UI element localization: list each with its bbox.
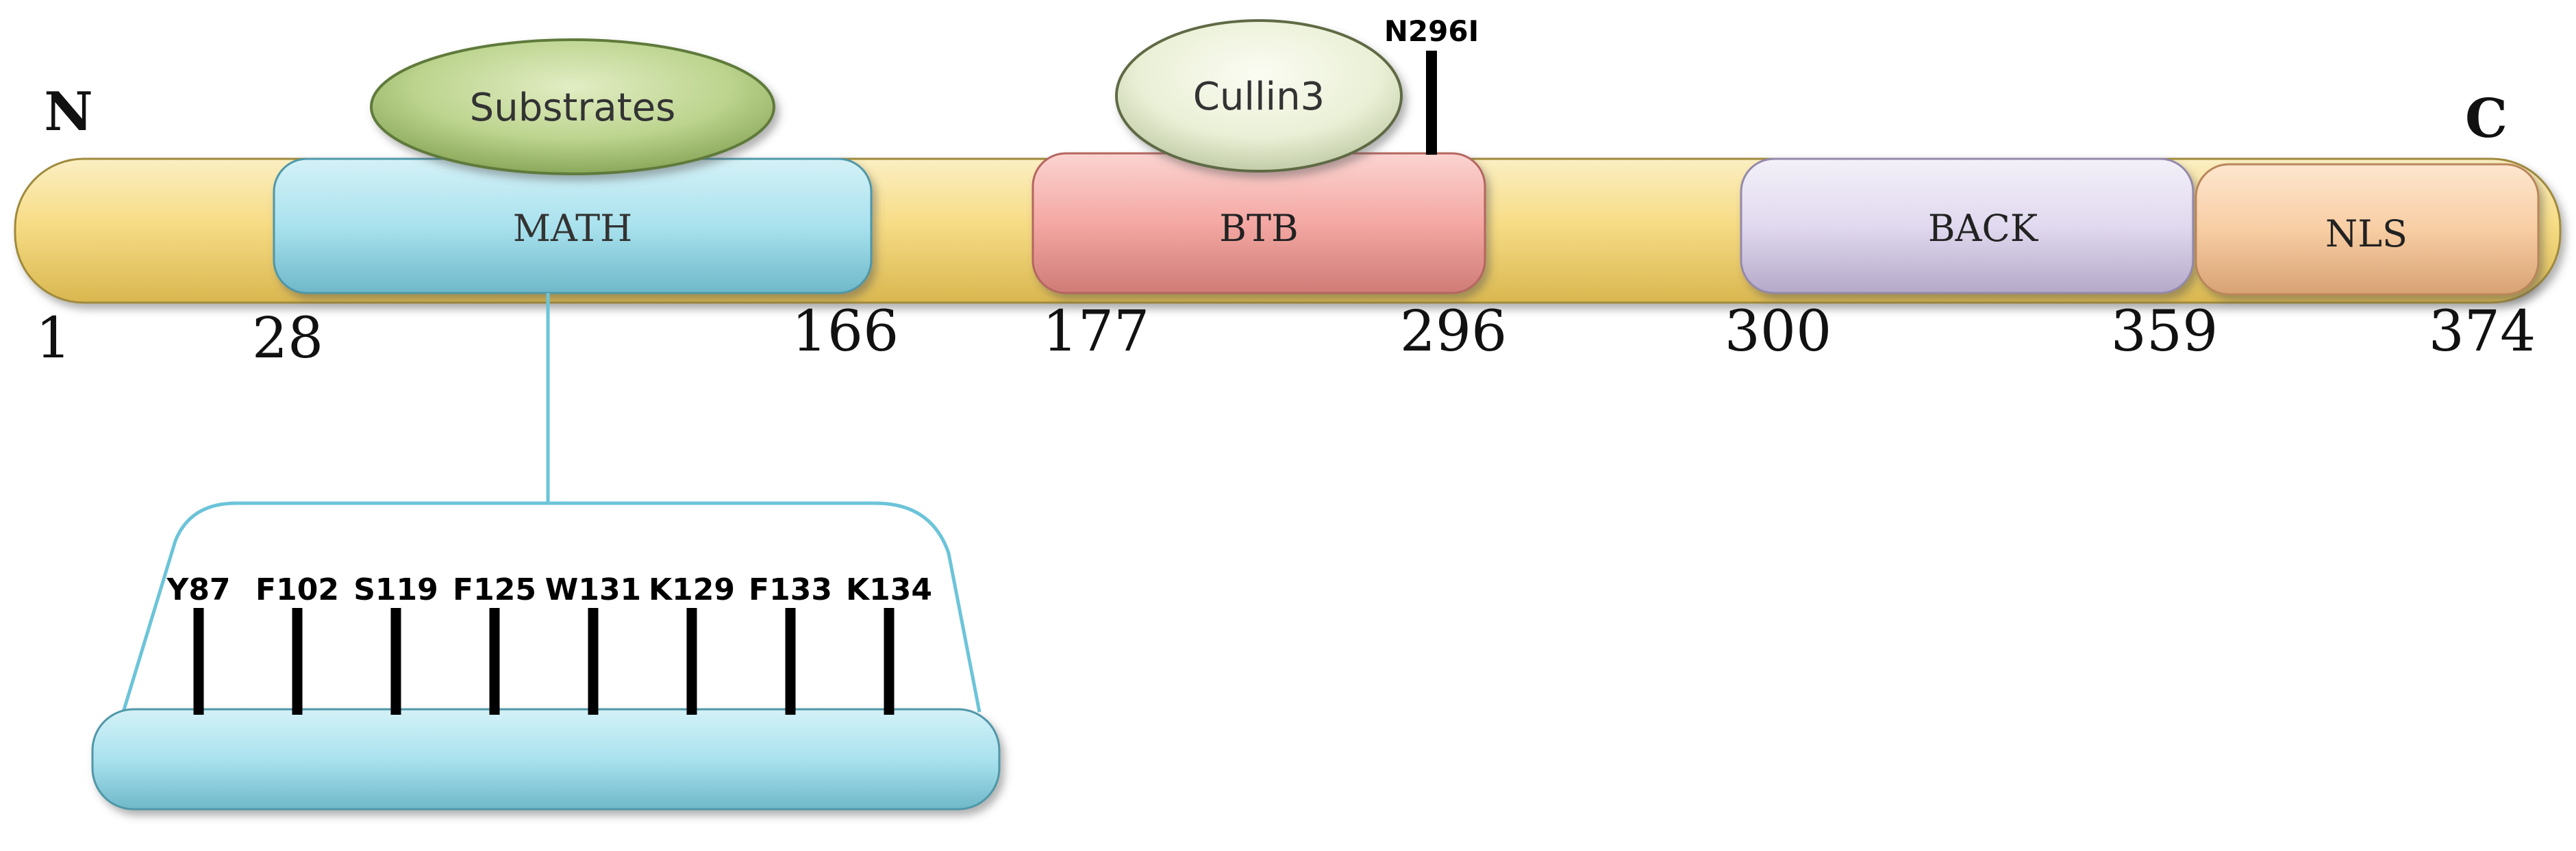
position-label-28: 28: [252, 306, 323, 371]
residue-label-s119: S119: [353, 572, 438, 607]
math-expansion-bracket: [121, 501, 981, 713]
substrates-label: Substrates: [470, 86, 676, 130]
residue-label-y87: Y87: [166, 572, 230, 607]
residue-label-w131: W131: [545, 572, 641, 607]
n-terminus-label: N: [44, 81, 92, 143]
math-domain-label: MATH: [513, 207, 632, 250]
nls-domain: [2194, 163, 2540, 296]
residue-label-k134: K134: [846, 572, 932, 607]
position-numbers: 1 28 166 177 296 300 359 374: [36, 299, 2536, 371]
substrates-ellipse: [370, 38, 775, 175]
position-label-300: 300: [1725, 299, 1832, 364]
btb-domain-label: BTB: [1219, 207, 1298, 250]
residue-label-f133: F133: [749, 572, 832, 607]
back-domain: [1740, 157, 2194, 294]
position-label-177: 177: [1042, 299, 1150, 364]
n296i-label: N296I: [1384, 14, 1479, 48]
position-label-359: 359: [2111, 299, 2218, 364]
residue-label-f125: F125: [453, 572, 536, 607]
nls-domain-label: NLS: [2325, 212, 2408, 255]
math-expanded-domain: [91, 708, 1001, 811]
cullin3-label: Cullin3: [1193, 75, 1325, 119]
position-label-166: 166: [792, 299, 899, 364]
position-label-296: 296: [1400, 299, 1508, 364]
residue-label-k129: K129: [649, 572, 735, 607]
cullin3-ellipse: [1115, 19, 1403, 173]
residue-label-f102: F102: [255, 572, 339, 607]
c-terminus-label: C: [2465, 88, 2508, 150]
back-domain-label: BACK: [1928, 207, 2039, 250]
position-label-374: 374: [2429, 299, 2536, 364]
position-label-1: 1: [36, 306, 71, 371]
